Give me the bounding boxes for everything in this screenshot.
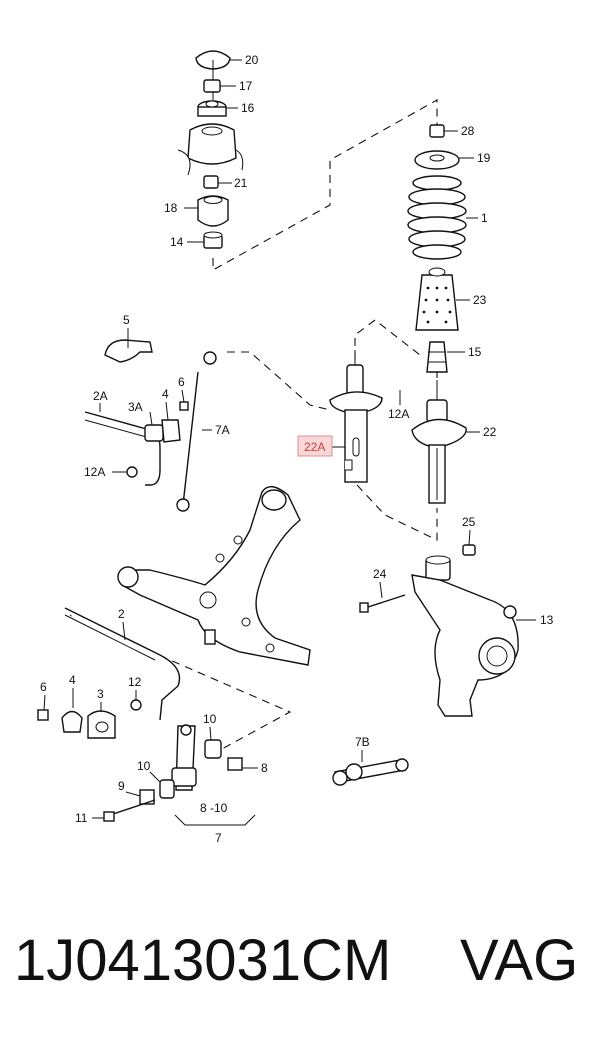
label-16: 16 [241,101,255,115]
label-11: 11 [75,811,88,825]
stabilizer-link-upper [84,339,217,512]
label-23: 23 [473,293,487,307]
spring-strut-assembly [407,124,467,504]
label-12a-left: 12A [84,465,105,479]
lower-control-arm [117,486,311,666]
label-7: 7 [215,831,222,845]
label-2a: 2A [93,389,108,403]
label-12a-right: 12A [388,407,409,421]
label-8-10: 8 -10 [200,801,228,815]
label-14: 14 [170,235,184,249]
coil-spring [407,175,467,260]
stabilizer-bar-lower [37,607,243,822]
label-25: 25 [462,515,476,529]
label-21: 21 [234,176,248,190]
label-4-lower: 4 [69,673,76,687]
label-7a: 7A [215,423,230,437]
label-22: 22 [483,425,497,439]
label-20: 20 [245,53,259,67]
label-4-upper: 4 [162,387,169,401]
exploded-suspension-diagram: 20 17 16 21 18 14 28 19 1 23 15 22 22A 1… [37,50,554,845]
label-24: 24 [373,567,387,581]
label-22a: 22A [304,440,325,454]
label-13: 13 [540,613,554,627]
label-8: 8 [261,761,268,775]
leader-lines [43,59,536,826]
label-12: 12 [128,675,142,689]
steering-knuckle [359,544,519,717]
label-28: 28 [461,124,475,138]
strut-top-mount-group [177,50,244,249]
label-2: 2 [118,607,125,621]
label-3-lower: 3 [97,687,104,701]
label-18: 18 [164,201,178,215]
label-9: 9 [118,779,125,793]
link-7b [332,758,409,786]
label-3a: 3A [128,400,143,414]
label-10-lower: 10 [137,759,151,773]
label-6-lower: 6 [40,680,47,694]
part-labels: 20 17 16 21 18 14 28 19 1 23 15 22 22A 1… [40,53,554,845]
label-1: 1 [481,211,488,225]
label-7b: 7B [355,735,370,749]
label-19: 19 [477,151,491,165]
label-10-upper: 10 [203,712,217,726]
label-17: 17 [239,79,253,93]
brand-name: VAG [460,928,579,993]
label-5: 5 [123,313,130,327]
part-number: 1J0413031CM [14,928,392,993]
label-15: 15 [468,345,482,359]
label-6-upper: 6 [178,375,185,389]
label-22a-highlighted: 22A [297,435,333,457]
damper-22a [329,350,383,483]
